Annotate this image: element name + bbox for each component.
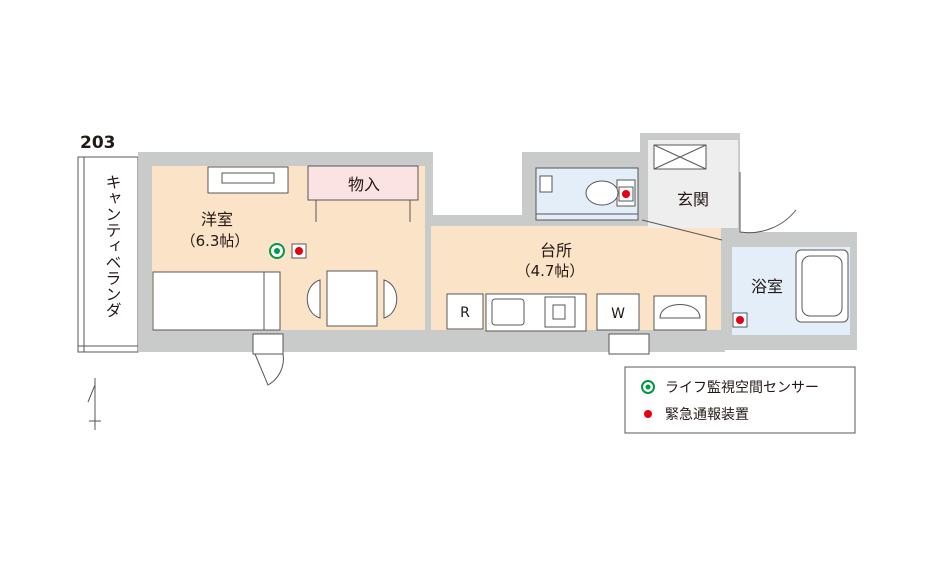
refrigerator-label: R <box>460 305 470 321</box>
refrigerator <box>446 293 484 330</box>
washer-label: W <box>611 306 625 322</box>
lower-window <box>608 333 650 355</box>
entrance-door <box>739 172 797 234</box>
alarm-icon <box>618 186 634 202</box>
bed <box>152 271 281 331</box>
kitchen-name: 台所 <box>540 241 572 260</box>
entrance: 玄関 <box>641 140 797 241</box>
closet: 物入 <box>307 165 419 222</box>
chair-left <box>306 279 321 319</box>
stove <box>544 296 576 328</box>
alarm-legend-icon <box>644 410 652 418</box>
entrance-label: 玄関 <box>677 190 709 209</box>
lower-door <box>252 333 284 386</box>
sink <box>491 298 525 326</box>
sensor-legend-icon <box>641 380 655 394</box>
washbasin <box>653 295 707 331</box>
sensor-icon <box>269 243 285 259</box>
tv-stand <box>207 166 289 194</box>
bathroom-label: 浴室 <box>751 277 783 296</box>
legend-sensor-label: ライフ監視空間センサー <box>665 379 819 396</box>
kitchen-size: （4.7帖） <box>516 262 585 280</box>
north-arrow-icon <box>87 378 101 430</box>
bathtub <box>795 249 849 323</box>
alarm-icon <box>291 243 307 259</box>
veranda-label: キャンティベランダ <box>103 174 122 318</box>
veranda: キャンティベランダ <box>77 156 139 353</box>
alarm-icon <box>732 312 748 328</box>
unit-number: 203 <box>80 133 116 153</box>
chair-right <box>383 279 398 319</box>
kitchen: R W 台所 （4.7帖） <box>431 226 721 332</box>
legend-alarm-label: 緊急通報装置 <box>665 407 749 423</box>
western-room-name: 洋室 <box>201 210 233 229</box>
washer <box>596 293 640 331</box>
western-room: 洋室 （6.3帖） <box>152 166 425 331</box>
closet-label: 物入 <box>348 175 380 194</box>
table <box>326 270 378 327</box>
legend: ライフ監視空間センサー 緊急通報装置 <box>624 366 856 434</box>
bathroom: 浴室 <box>732 247 850 335</box>
western-room-size: （6.3帖） <box>181 232 250 250</box>
